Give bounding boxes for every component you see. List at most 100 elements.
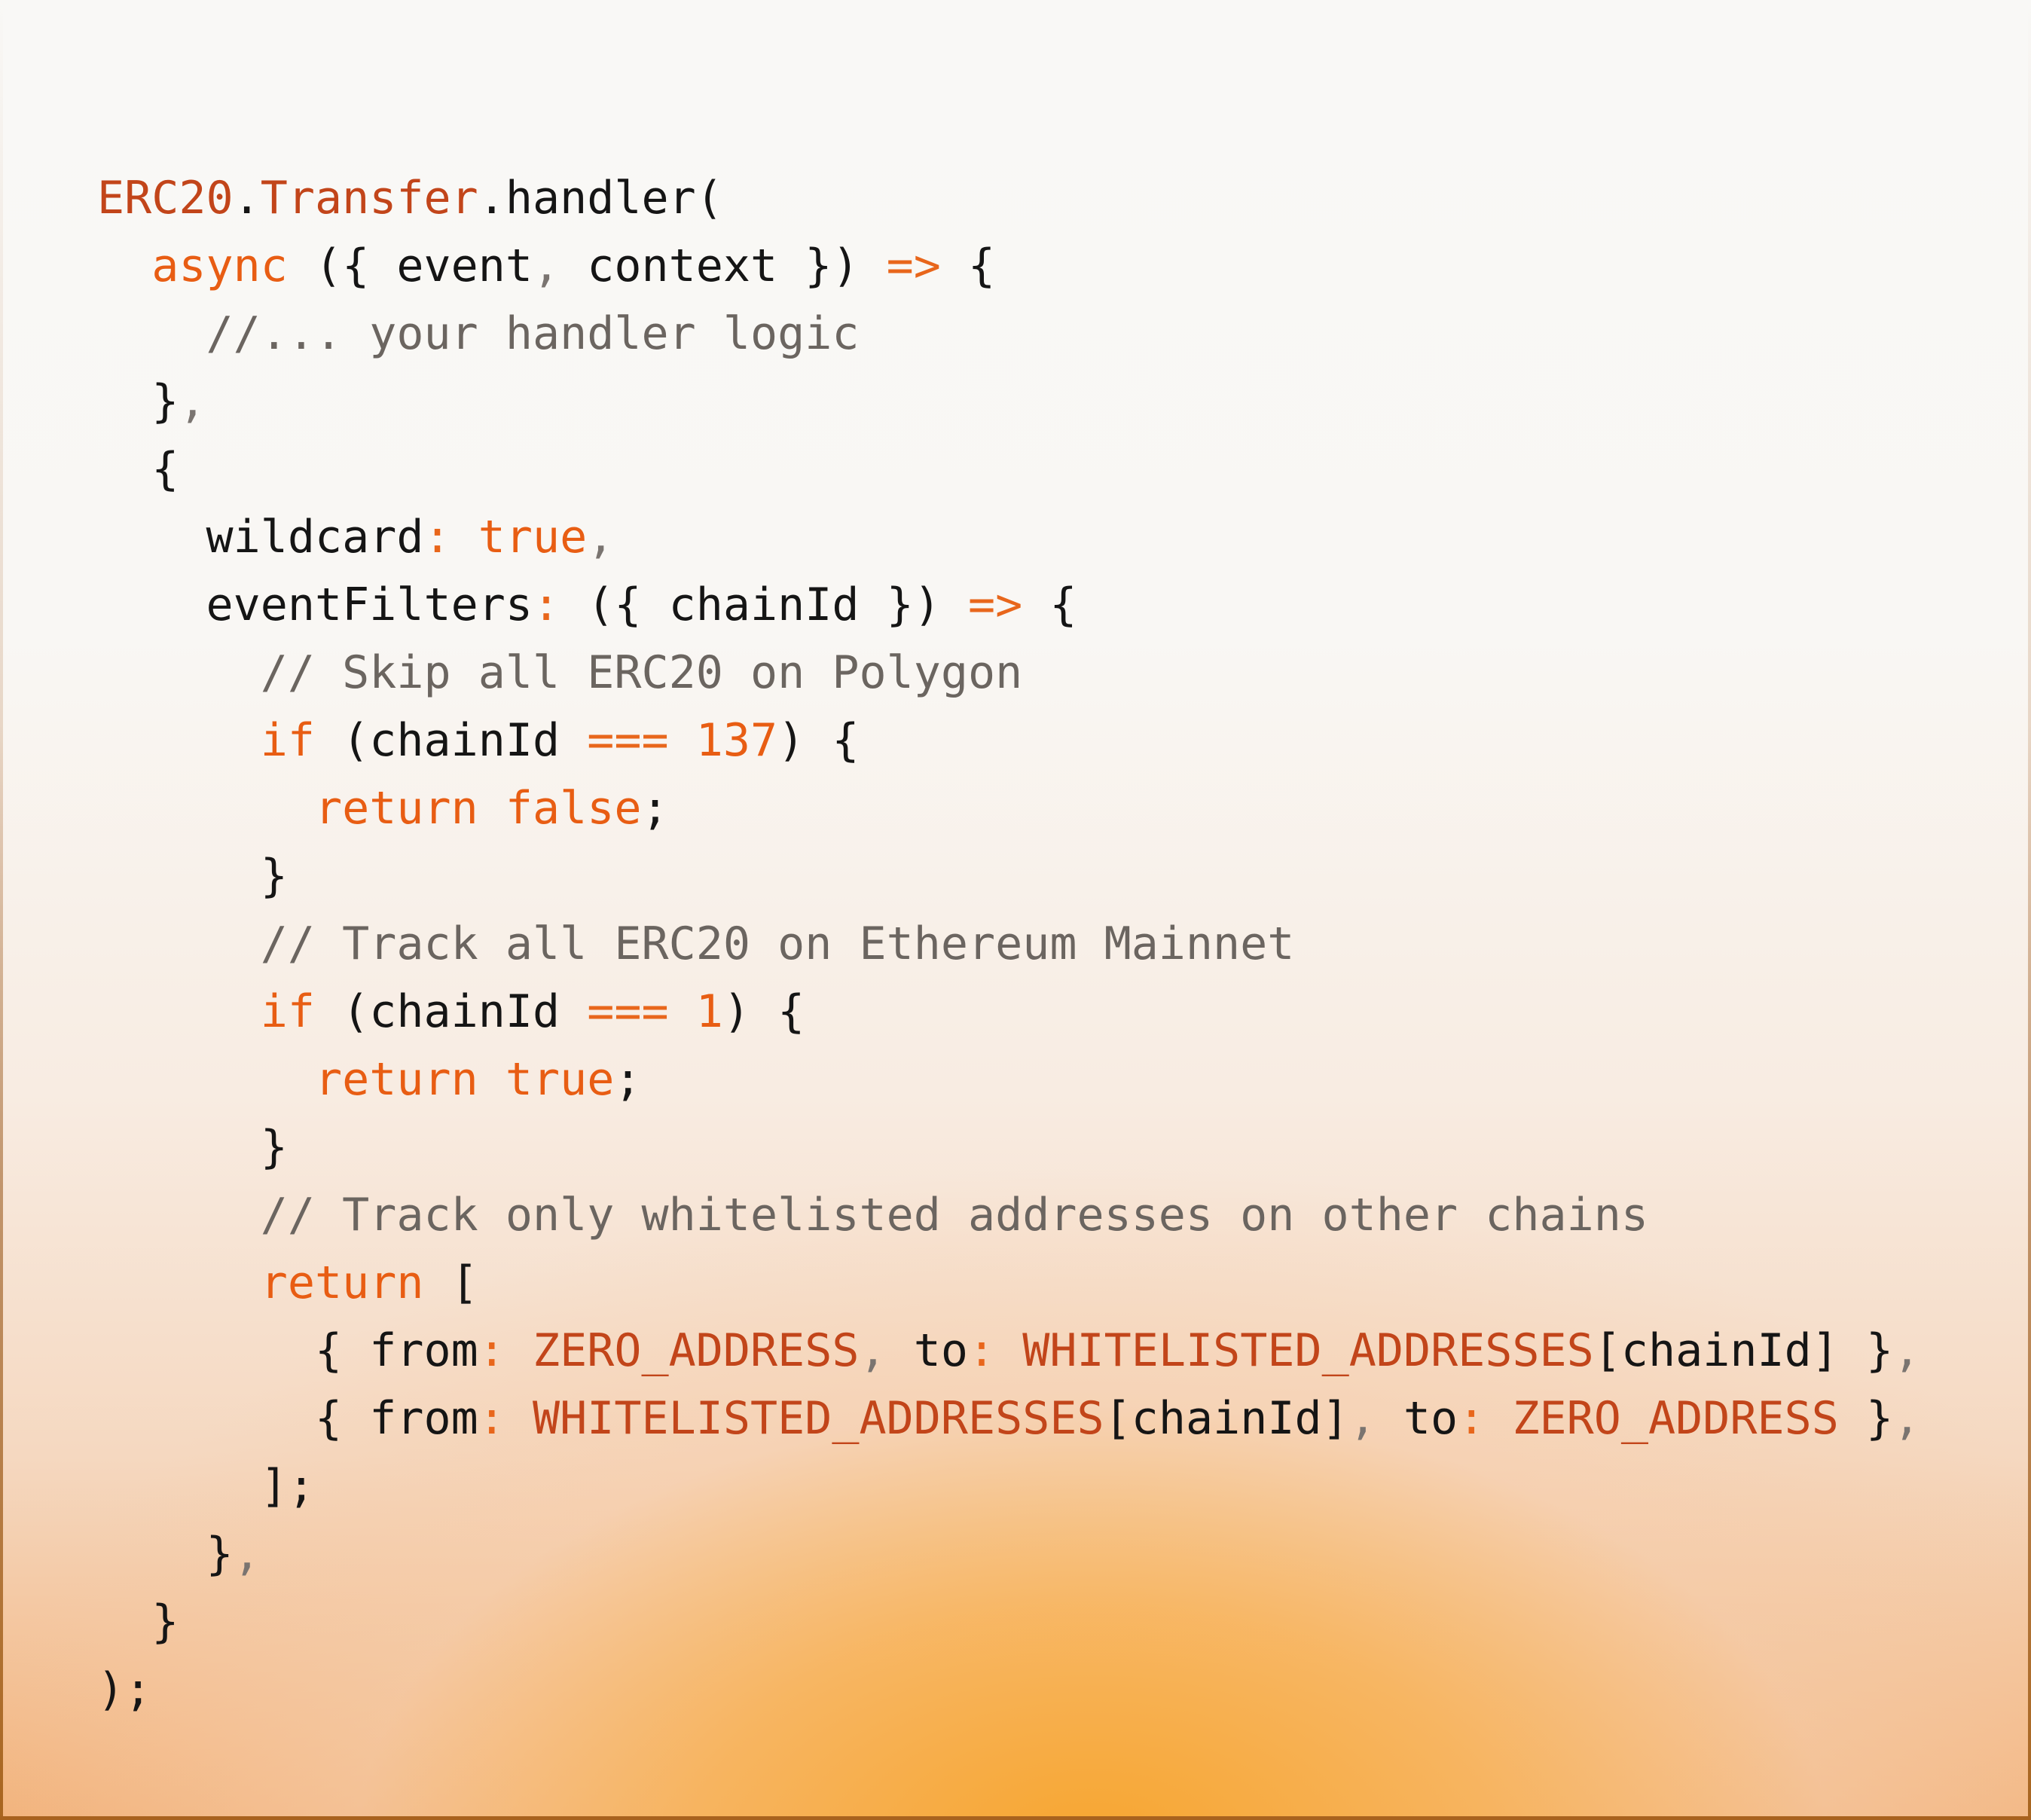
code-text: ;	[641, 782, 669, 835]
card-border-bottom	[0, 1816, 2031, 1820]
code-line: { from: WHITELISTED_ADDRESSES[chainId], …	[97, 1385, 1920, 1452]
code-indent	[97, 782, 315, 835]
code-operator: :	[478, 1392, 505, 1445]
code-indent	[97, 918, 261, 970]
code-identifier: WHITELISTED_ADDRESSES	[1022, 1324, 1594, 1377]
code-text	[669, 985, 696, 1038]
code-indent	[97, 1460, 261, 1513]
code-text: );	[97, 1663, 152, 1716]
code-operator: =>	[967, 579, 1023, 631]
code-indent	[97, 375, 151, 428]
code-line: }	[97, 1113, 1920, 1181]
code-indent	[97, 1392, 315, 1445]
code-text: }	[260, 1121, 288, 1174]
code-line: wildcard: true,	[97, 503, 1920, 571]
code-punctuation: ,	[1893, 1392, 1921, 1445]
card-border-left	[0, 0, 3, 1820]
code-indent	[97, 443, 151, 496]
code-line: //... your handler logic	[97, 300, 1920, 368]
code-keyword: true	[505, 1053, 615, 1106]
code-line: ];	[97, 1452, 1920, 1520]
code-block: ERC20.Transfer.handler( async ({ event, …	[97, 164, 1920, 1724]
code-text: }	[260, 850, 288, 902]
code-line: async ({ event, context }) => {	[97, 232, 1920, 300]
code-operator: :	[967, 1324, 996, 1377]
code-line: return [	[97, 1249, 1920, 1317]
code-punctuation: ,	[587, 511, 615, 563]
code-punctuation: ,	[1348, 1392, 1376, 1445]
code-line: if (chainId === 137) {	[97, 707, 1920, 774]
code-indent	[97, 1596, 151, 1648]
code-keyword: false	[505, 782, 642, 835]
code-indent	[97, 579, 206, 631]
code-punctuation: ,	[179, 375, 206, 428]
code-punctuation: ,	[859, 1324, 887, 1377]
code-text: }	[151, 375, 179, 428]
code-identifier: ERC20	[97, 172, 234, 224]
code-text: .	[233, 172, 261, 224]
code-indent	[97, 1121, 261, 1174]
code-line: // Track all ERC20 on Ethereum Mainnet	[97, 910, 1920, 978]
code-indent	[97, 1257, 261, 1309]
code-identifier: ZERO_ADDRESS	[532, 1324, 860, 1377]
code-text: ({ chainId })	[560, 579, 968, 631]
code-operator: =>	[886, 240, 941, 292]
code-operator: :	[532, 579, 560, 631]
code-line: return true;	[97, 1046, 1920, 1113]
code-indent	[97, 850, 261, 902]
code-text	[1485, 1392, 1512, 1445]
code-text: {	[151, 443, 179, 496]
code-line: eventFilters: ({ chainId }) => {	[97, 571, 1920, 639]
code-text: ) {	[777, 714, 860, 767]
code-operator: :	[1458, 1392, 1486, 1445]
code-keyword: async	[151, 240, 288, 292]
code-text: [	[423, 1257, 478, 1309]
code-identifier: ZERO_ADDRESS	[1512, 1392, 1839, 1445]
code-keyword: return	[314, 782, 478, 835]
code-identifier: WHITELISTED_ADDRESSES	[532, 1392, 1104, 1445]
code-keyword: return	[314, 1053, 478, 1106]
code-comment: // Track only whitelisted addresses on o…	[260, 1189, 1649, 1241]
code-text: {	[940, 240, 996, 292]
code-text: ) {	[722, 985, 805, 1038]
code-text: [chainId] }	[1593, 1324, 1894, 1377]
code-indent	[97, 1324, 315, 1377]
code-identifier: Transfer	[260, 172, 478, 224]
code-text	[478, 782, 505, 835]
code-text: to	[1376, 1392, 1458, 1445]
code-punctuation: ,	[532, 240, 560, 292]
code-text: {	[1022, 579, 1077, 631]
code-line: { from: ZERO_ADDRESS, to: WHITELISTED_AD…	[97, 1317, 1920, 1385]
code-text: [chainId]	[1104, 1392, 1349, 1445]
code-keyword: if	[260, 714, 315, 767]
code-comment: // Track all ERC20 on Ethereum Mainnet	[260, 918, 1295, 970]
code-line: {	[97, 435, 1920, 503]
code-text: context })	[560, 240, 887, 292]
code-text: eventFilters	[206, 579, 533, 631]
code-text: (chainId	[315, 985, 588, 1038]
code-keyword: if	[260, 985, 315, 1038]
code-punctuation: ,	[233, 1528, 261, 1580]
code-line: },	[97, 1520, 1920, 1588]
code-text: to	[886, 1324, 968, 1377]
code-indent	[97, 240, 151, 292]
code-text: wildcard	[206, 511, 424, 563]
code-comment: //... your handler logic	[206, 307, 860, 360]
code-indent	[97, 1053, 315, 1106]
code-line: return false;	[97, 774, 1920, 842]
code-text: ;	[614, 1053, 642, 1106]
code-text: ({ event	[287, 240, 533, 292]
code-text	[451, 511, 478, 563]
code-text: }	[151, 1596, 179, 1648]
code-line: },	[97, 368, 1920, 435]
code-operator: ===	[587, 714, 669, 767]
code-keyword: return	[260, 1257, 424, 1309]
code-indent	[97, 1528, 206, 1580]
code-text: ];	[260, 1460, 315, 1513]
code-line: if (chainId === 1) {	[97, 978, 1920, 1046]
code-text: }	[206, 1528, 234, 1580]
code-text	[505, 1392, 533, 1445]
code-keyword: 137	[695, 714, 778, 767]
code-indent	[97, 985, 261, 1038]
